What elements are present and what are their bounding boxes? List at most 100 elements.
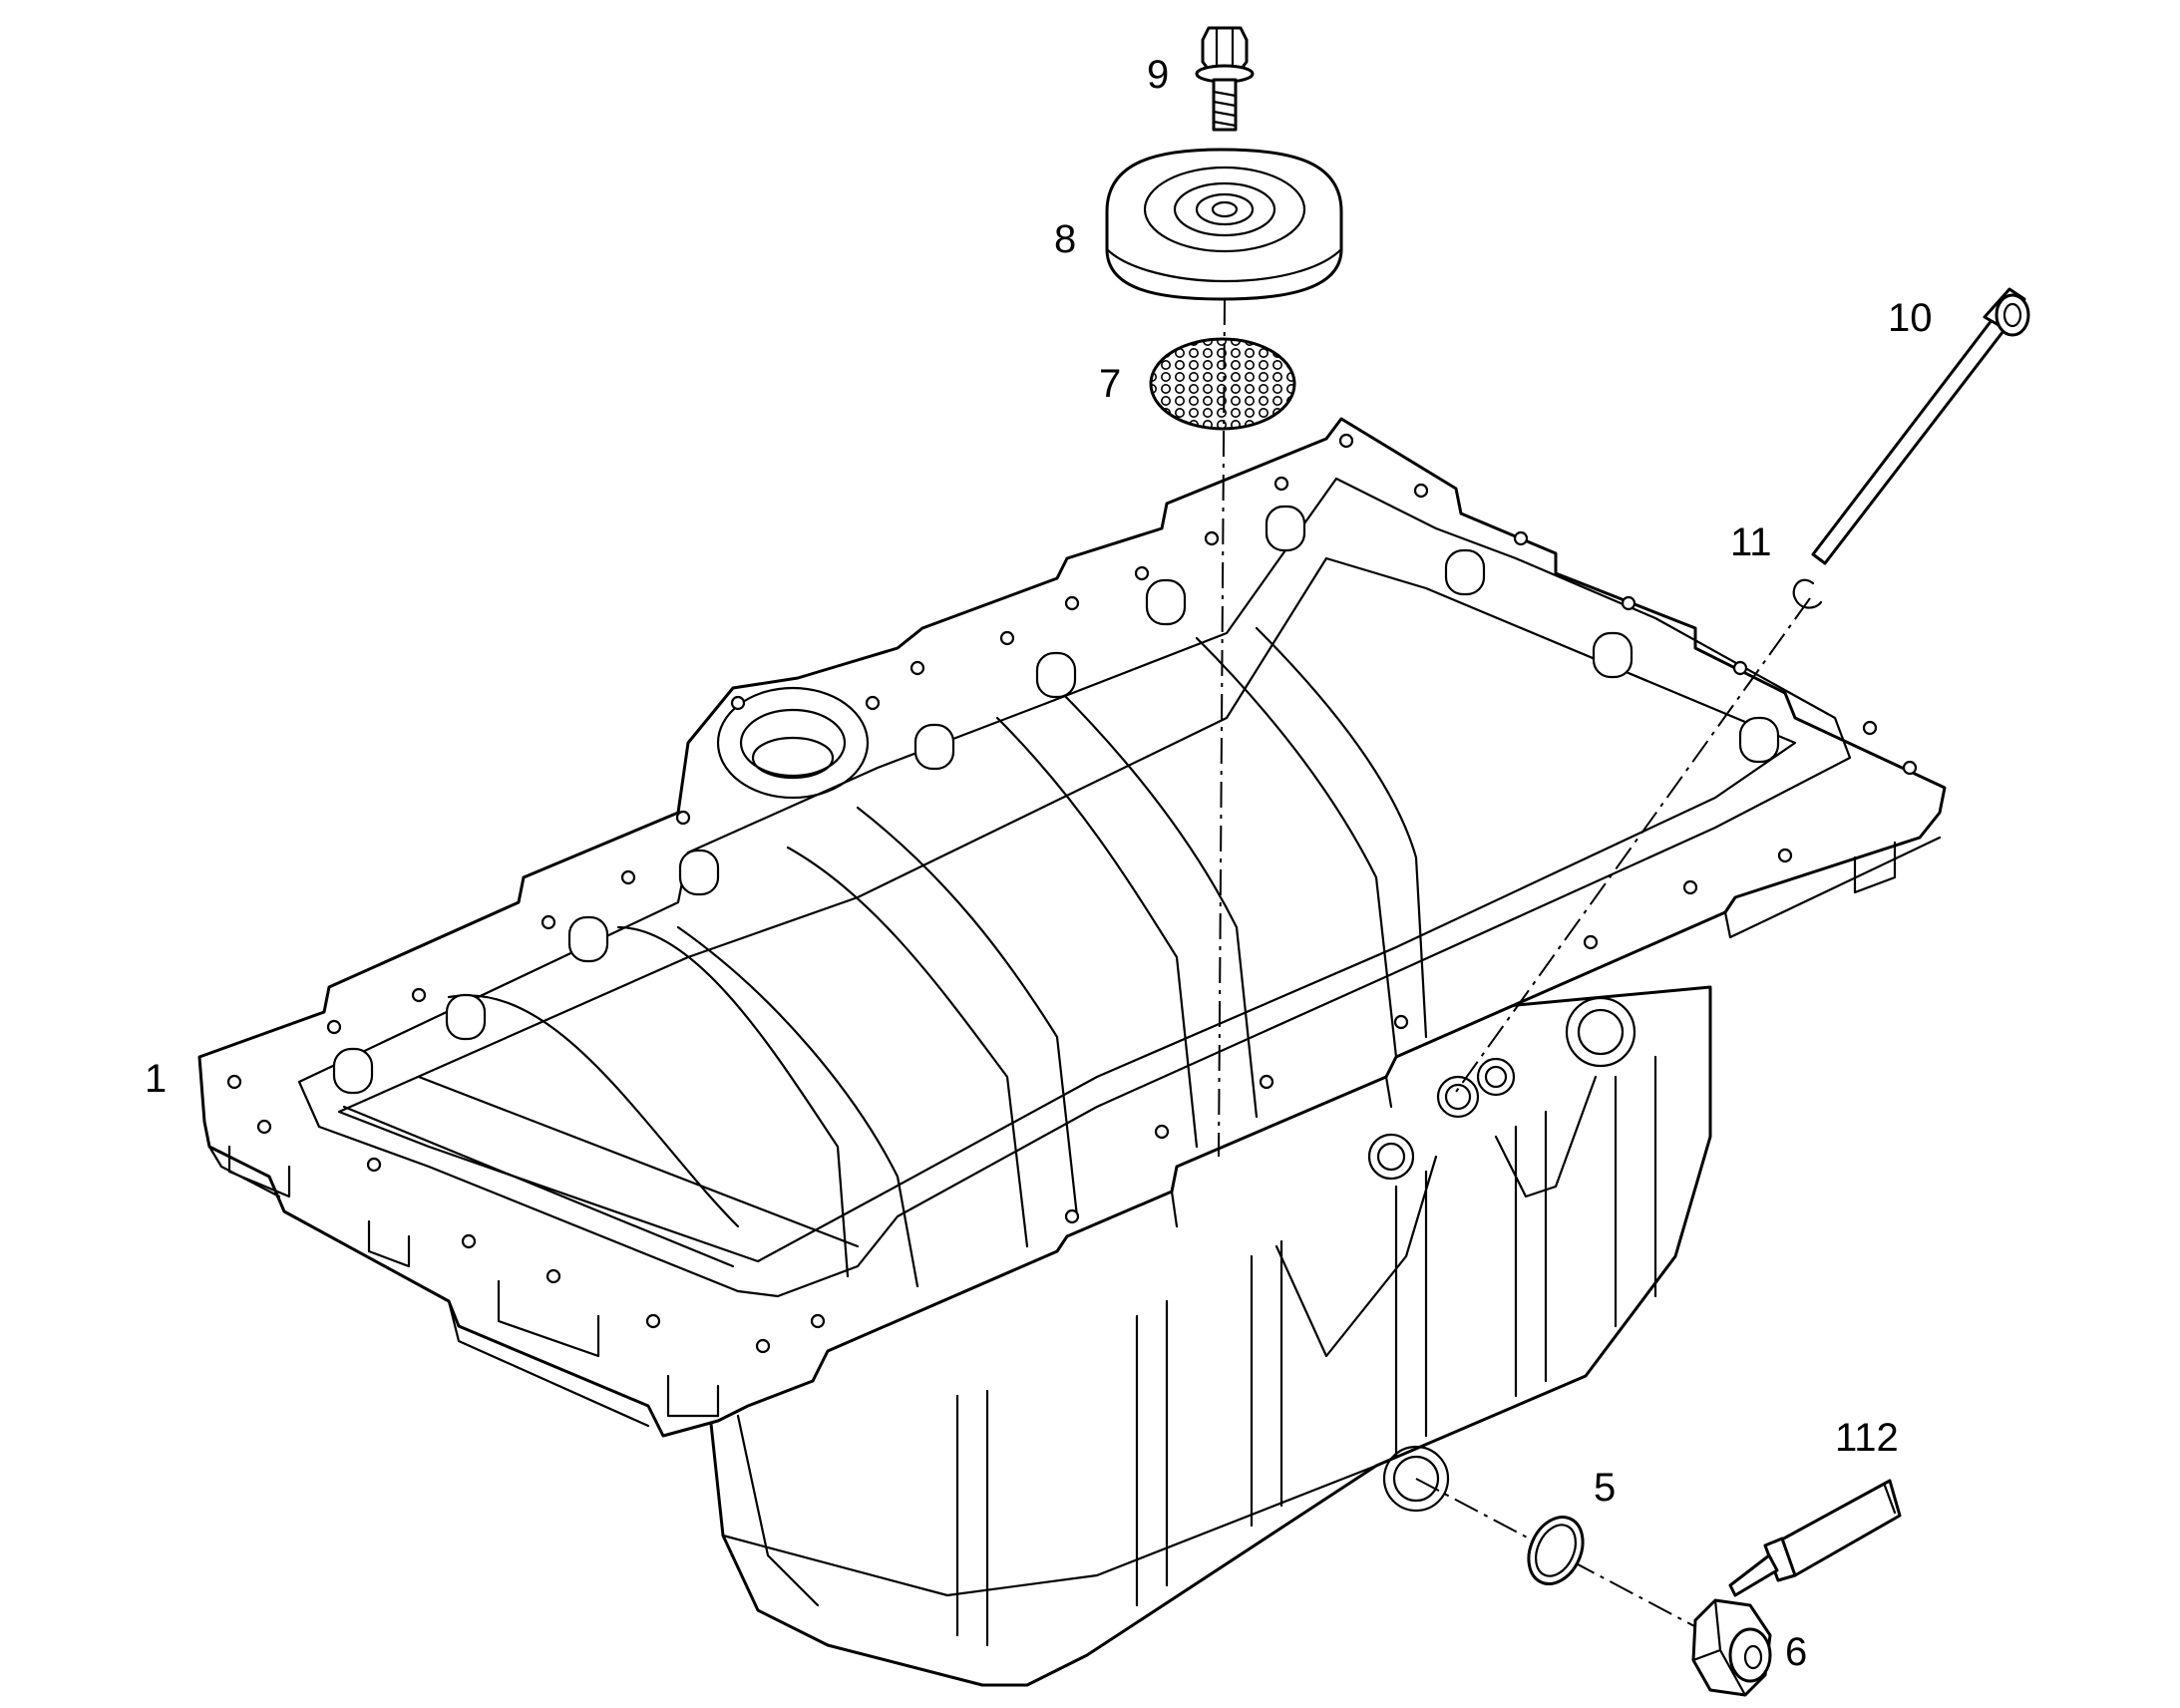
flange-tab: [227, 1145, 291, 1198]
callout-dipstick: 10: [1888, 296, 1933, 340]
flange-hole: [1682, 879, 1698, 895]
flange-hole: [1338, 433, 1354, 449]
flange-hole: [1064, 595, 1080, 611]
flange-hole: [1513, 530, 1529, 546]
centerline-pickup: [1218, 298, 1226, 1158]
bolt-pocket: [1738, 716, 1780, 764]
callout-pickup-cover: 8: [1054, 217, 1076, 261]
flange-hole: [755, 1338, 771, 1354]
bolt: [1195, 26, 1255, 132]
flange-hole: [865, 695, 881, 711]
sump-edge: [721, 1464, 1378, 1597]
bolt-thread: [1212, 90, 1238, 128]
trough-ridge: [676, 925, 919, 1288]
flange-hole: [1064, 1208, 1080, 1224]
callout-sealant-tube: 112: [1835, 1416, 1899, 1460]
pickup-cover-edge: [1105, 247, 1343, 283]
drain-gasket: [1527, 1516, 1585, 1585]
trough-ridge: [447, 994, 740, 1228]
flange-hole: [1134, 565, 1150, 581]
trough-ridge: [995, 716, 1199, 1149]
bolt-pocket: [1592, 631, 1634, 679]
flange-hole: [1393, 1014, 1409, 1030]
sealant-tube-body: [1778, 1479, 1902, 1577]
sealant-tube: [1728, 1479, 1902, 1597]
side-boss: [1476, 1057, 1516, 1097]
flange-skirt: [1170, 1190, 1179, 1228]
flange-hole: [326, 1019, 342, 1035]
flange-hole: [1902, 760, 1918, 776]
flange-hole: [1273, 476, 1289, 492]
flange-bolt-holes: [226, 433, 1918, 1354]
flange-hole: [1621, 595, 1636, 611]
flange-hole: [226, 1074, 242, 1090]
trough-ridge: [1255, 626, 1428, 1039]
bolt-head: [1201, 26, 1249, 72]
bolt-pockets: [332, 505, 1780, 1095]
sealant-tube-nozzle: [1728, 1553, 1779, 1597]
strainer-screen: [1149, 337, 1296, 431]
dipstick-seal: [1792, 578, 1823, 609]
bolt-pocket: [1035, 651, 1077, 699]
flange-tab: [1853, 841, 1897, 894]
bolt-pocket: [1444, 548, 1486, 596]
flange-skirt: [207, 1145, 281, 1198]
side-boss: [1436, 1075, 1480, 1119]
flange-inner-rim: [297, 477, 1852, 1298]
flange-skirt: [1723, 836, 1942, 939]
bolt-pocket: [1265, 505, 1306, 552]
flange-hole: [1583, 934, 1599, 950]
sump-edge: [736, 1414, 820, 1607]
flange-hole: [366, 1157, 382, 1173]
callout-labels: 1 5 6 7 8 9 10 11 112: [145, 53, 1933, 1674]
side-boss-hole: [1376, 1142, 1406, 1172]
dipstick-boss: [1565, 996, 1636, 1068]
bolt-pocket: [567, 915, 609, 963]
flange-hole: [1862, 720, 1878, 736]
trough-ridge: [786, 846, 1029, 1248]
oil-pan-flange: [197, 417, 1947, 1438]
flange-hole: [256, 1119, 272, 1135]
centerline-dipstick: [1455, 597, 1811, 1093]
bolt-pocket: [1145, 578, 1187, 626]
flange-hole: [999, 630, 1015, 646]
side-boss-hole: [1484, 1065, 1508, 1089]
flange-hole: [545, 1268, 561, 1284]
bolt-pocket: [913, 723, 955, 771]
callout-bolt: 9: [1147, 53, 1169, 97]
flange-hole: [541, 914, 556, 930]
pickup-cover-center-hole: [1211, 200, 1239, 218]
flange-hole: [810, 1313, 826, 1329]
trough-ridge: [1195, 636, 1398, 1059]
flange-hole: [1777, 848, 1793, 863]
callout-strainer-screen: 7: [1099, 362, 1121, 406]
dipstick-rod: [1811, 317, 2008, 565]
flange-hole: [645, 1313, 661, 1329]
side-boss-hole: [1444, 1083, 1472, 1111]
callout-pan: 1: [145, 1057, 167, 1101]
flange-hole: [1732, 660, 1748, 676]
strainer-screen-disc: [1149, 337, 1296, 431]
drain-gasket-inner: [1534, 1524, 1578, 1577]
dipstick-seal-ring: [1792, 578, 1823, 609]
bolt-head-flat: [1215, 26, 1235, 72]
flange-skirt: [447, 1299, 650, 1428]
pickup-cover-ring: [1173, 181, 1276, 237]
oil-pan: [197, 417, 1947, 1687]
filler-boss-opening: [739, 708, 847, 778]
flange-hole: [1204, 530, 1220, 546]
callout-gasket: 5: [1594, 1466, 1616, 1510]
side-boss: [1367, 1133, 1415, 1181]
trough-ridge: [616, 925, 850, 1278]
filler-boss: [716, 686, 870, 800]
dipstick: [1811, 287, 2030, 565]
flange-hole: [675, 810, 691, 826]
dipstick-cap-ring: [2002, 302, 2022, 328]
dipstick-boss-hole: [1577, 1008, 1625, 1056]
pickup-cover: [1105, 148, 1343, 301]
flange-hole: [1259, 1074, 1274, 1090]
pickup-cover-ring: [1143, 166, 1306, 253]
flange-hole: [1154, 1124, 1170, 1140]
flange-hole: [411, 987, 427, 1003]
flange-hole: [620, 869, 636, 885]
